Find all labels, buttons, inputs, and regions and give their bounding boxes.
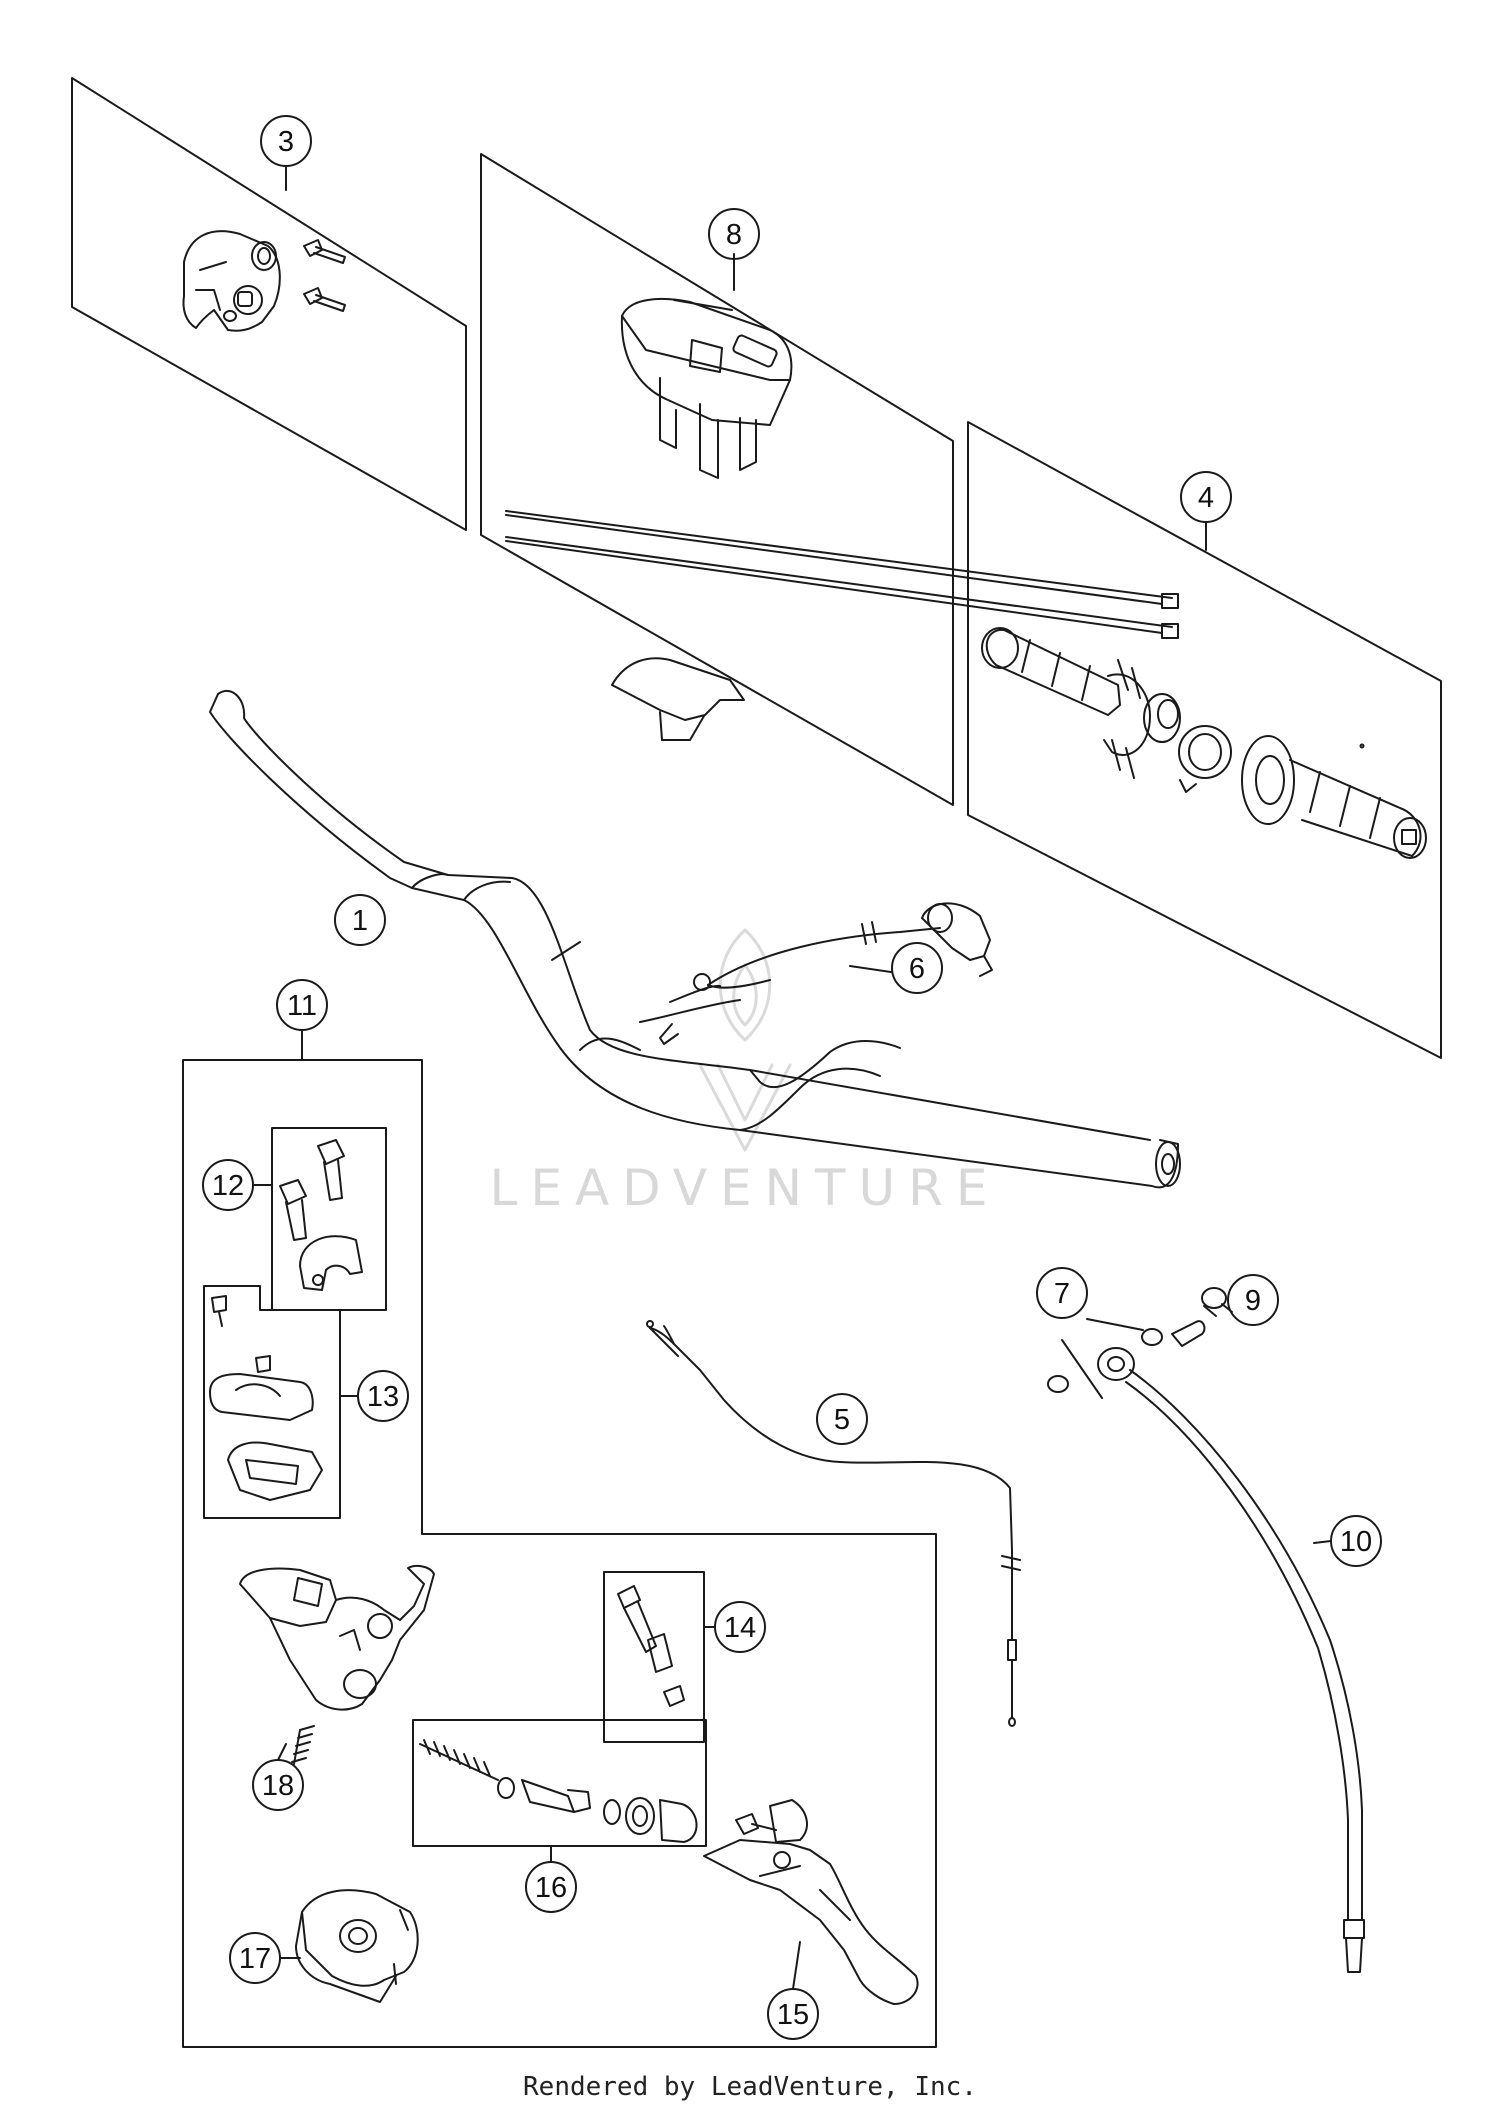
bolt-pair-3: [303, 239, 346, 312]
callout-3: 3: [278, 126, 294, 158]
piston-kit-16: [419, 1739, 698, 1843]
clutch-lever-15: [703, 1799, 919, 2005]
callout-12: 12: [212, 1170, 244, 1202]
handlebar-1: [209, 690, 1181, 1189]
grip-right-4: [1241, 735, 1427, 859]
panel-part-7: [480, 153, 954, 806]
clutch-cable-5: [646, 1320, 1021, 1727]
master-cylinder-body: [239, 1565, 435, 1711]
callout-5: 5: [834, 1404, 850, 1436]
washer-8: [1047, 1318, 1163, 1399]
banjo-bolt-9: [1171, 1287, 1233, 1347]
callout-15: 15: [777, 1999, 809, 2031]
spring-18: [291, 1725, 315, 1765]
panel-part-4: [967, 421, 1442, 1059]
throttle-cam-4: [1178, 725, 1232, 793]
callout-4: 4: [1198, 482, 1214, 514]
callout-7: 8: [726, 219, 742, 251]
sub-box-16: [412, 1719, 707, 1847]
cover-insert-7: [611, 657, 745, 741]
watermark-text: LEADVENTURE: [490, 1159, 1001, 1217]
lever-guard-17: [295, 1889, 419, 2003]
callout-13: 13: [367, 1381, 399, 1413]
handlebar-cover-7: [620, 297, 793, 479]
bolt-14: [617, 1585, 685, 1707]
callout-8: 7: [1054, 1278, 1070, 1310]
hydraulic-hose-10: [1097, 1347, 1365, 1973]
callout-14: 14: [724, 1612, 756, 1644]
reservoir-cover-13: [209, 1295, 323, 1501]
watermark-logo: [698, 928, 792, 1152]
callout-16: 16: [535, 1872, 567, 1904]
grip-left-4: [981, 627, 1181, 779]
callout-9: 9: [1245, 1285, 1261, 1317]
callout-numbers: 3 8 4 1 6 11 12 13 7 9 5 10 14 18 16 17 …: [212, 126, 1372, 2031]
group-box-11: [182, 1059, 937, 2048]
sub-box-14: [603, 1571, 705, 1743]
callout-10: 10: [1340, 1526, 1372, 1558]
callout-11: 11: [287, 990, 317, 1022]
callout-6: 6: [909, 953, 925, 985]
footer-credit: Rendered by LeadVenture, Inc.: [523, 2072, 977, 2102]
switch-6: [639, 902, 993, 1045]
switch-housing-3: [182, 230, 281, 332]
callout-18: 18: [262, 1770, 294, 1802]
sub-box-13: [203, 1285, 341, 1519]
callout-1: 1: [352, 905, 368, 937]
callout-17: 17: [239, 1943, 271, 1975]
panel-part-3: [71, 77, 467, 531]
bolts-12: [279, 1139, 363, 1291]
zip-ties-7: [505, 510, 1179, 639]
